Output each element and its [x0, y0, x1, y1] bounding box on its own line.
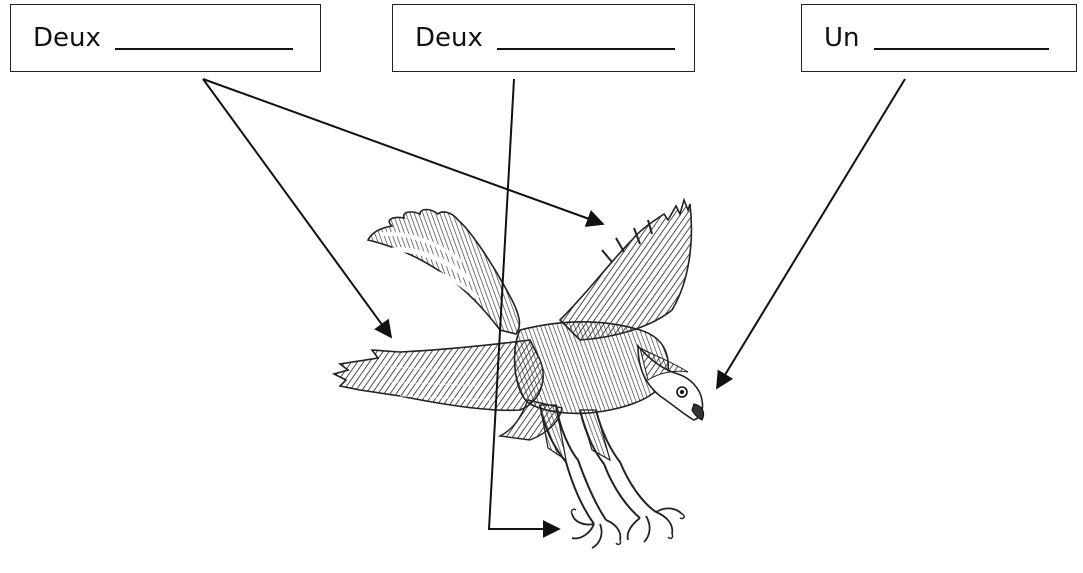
arrow-box2-to-talons [487, 78, 561, 538]
falcon-legs [539, 404, 657, 525]
label-word: Deux [33, 23, 101, 53]
connector-arrows [202, 78, 906, 538]
back-wing [366, 208, 521, 335]
arrow-box3-to-head [716, 78, 906, 390]
arrow-box1-to-right-wing [202, 78, 605, 227]
label-word: Un [824, 23, 860, 53]
label-box-3: Un [801, 4, 1077, 72]
arrow-box1-to-left-wing [202, 78, 393, 339]
label-box-2: Deux [392, 4, 695, 72]
answer-blank[interactable] [114, 26, 293, 50]
label-box-1: Deux [10, 4, 321, 72]
answer-blank[interactable] [496, 26, 675, 50]
left-wing [331, 339, 544, 412]
falcon-illustration [331, 197, 705, 549]
right-wing [558, 197, 693, 341]
falcon-head [637, 343, 705, 421]
answer-blank[interactable] [873, 26, 1049, 50]
falcon-talons [570, 507, 685, 549]
label-word: Deux [415, 23, 483, 53]
